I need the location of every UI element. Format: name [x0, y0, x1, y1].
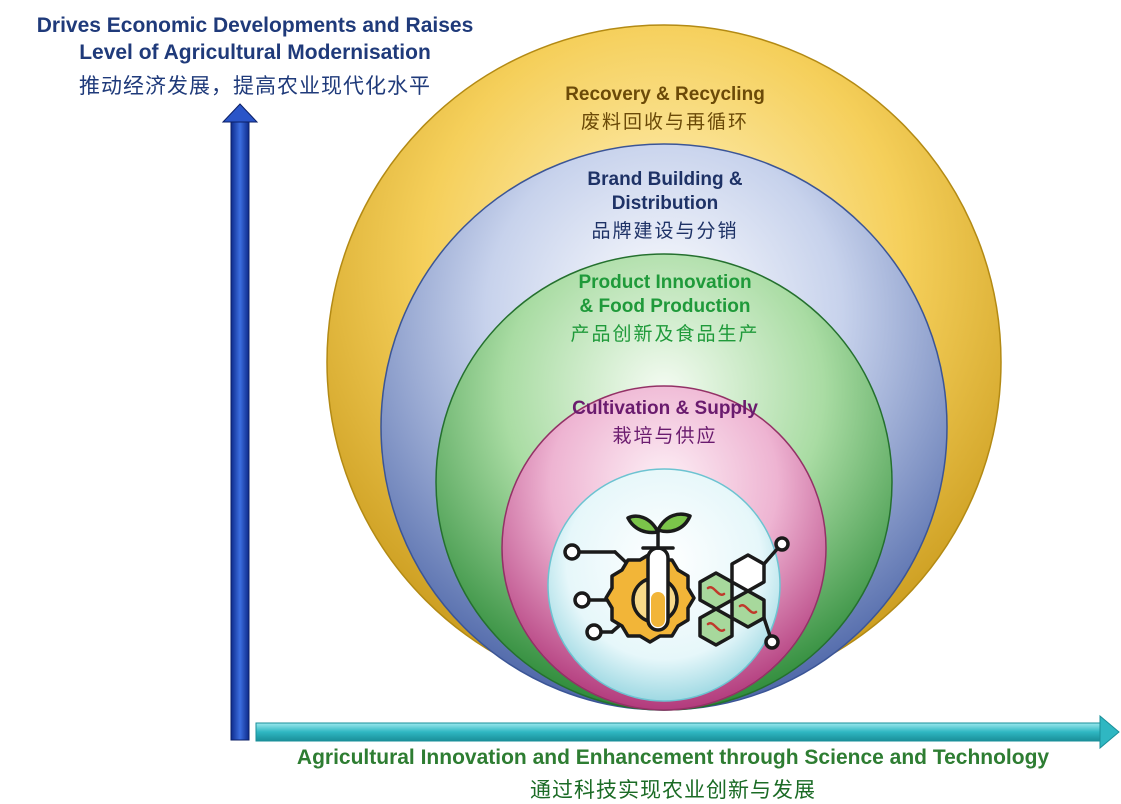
x-axis-title-cn: 通过科技实现农业创新与发展	[530, 778, 816, 802]
x-axis-title: Agricultural Innovation and Enhancement …	[296, 746, 1050, 769]
label-recovery-recycling: Recovery & Recycling 废料回收与再循环	[475, 83, 855, 134]
label-brand-building: Brand Building & Distribution 品牌建设与分销	[505, 168, 825, 243]
x-axis-arrow	[255, 714, 1120, 750]
label-cultivation-cn: 栽培与供应	[612, 425, 718, 447]
label-recovery-en: Recovery & Recycling	[565, 84, 765, 105]
label-cultivation-en: Cultivation & Supply	[572, 398, 758, 419]
y-axis-title-line1: Drives Economic Developments and Raises	[36, 14, 474, 37]
agri-tech-icon	[563, 512, 790, 650]
label-recovery-cn: 废料回收与再循环	[580, 111, 749, 133]
label-cultivation-supply: Cultivation & Supply 栽培与供应	[505, 397, 825, 448]
y-axis-title-line2: Level of Agricultural Modernisation	[79, 41, 431, 64]
label-product-innovation: Product Innovation & Food Production 产品创…	[505, 271, 825, 346]
label-product-en-line2: & Food Production	[579, 296, 751, 317]
label-brand-cn: 品牌建设与分销	[591, 220, 739, 242]
label-product-cn: 产品创新及食品生产	[570, 323, 760, 345]
y-axis-title: Drives Economic Developments and Raises …	[0, 12, 510, 66]
label-brand-en-line1: Brand Building &	[587, 169, 743, 190]
label-brand-en-line2: Distribution	[611, 193, 719, 214]
y-axis-arrow	[221, 103, 259, 741]
y-axis-title-cn: 推动经济发展，提高农业现代化水平	[79, 74, 431, 98]
label-product-en-line1: Product Innovation	[578, 272, 752, 293]
